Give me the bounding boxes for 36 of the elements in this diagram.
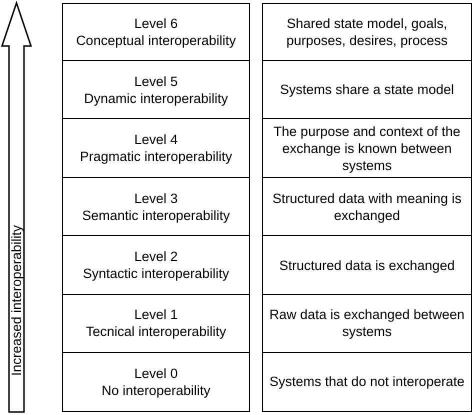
level-name: Dynamic interoperability [84,90,228,107]
level-name: Pragmatic interoperability [80,148,232,166]
description-box [262,3,472,62]
level-description: Systems share a state model [280,81,454,98]
level-box [62,176,250,237]
description-box [262,176,472,237]
level-description: Shared state model, goals, purposes, desires, process [285,15,449,50]
level-description: Systems that do not interoperate [269,373,465,390]
level-box [62,118,250,178]
level-box [62,60,250,120]
level-description: The purpose and context of the exchange is known between systems [272,122,462,174]
level-name: Tecnical interoperability [86,323,226,340]
description-box [262,352,472,412]
level-number: Level 1 [134,306,178,324]
level-box [62,235,250,295]
level-number: Level 6 [134,15,178,32]
level-description: Structured data is exchanged [279,256,455,274]
level-box [62,352,250,412]
level-number: Level 4 [134,131,178,148]
level-description: Raw data is exchanged between systems [268,306,466,340]
level-description: Structured data with meaning is exchanged [271,190,463,224]
level-number: Level 0 [134,364,178,382]
level-number: Level 5 [134,72,178,90]
level-name: Semantic interoperability [82,206,230,224]
description-box [262,60,472,120]
description-box [262,118,472,178]
level-box [62,3,250,62]
level-name: Conceptual interoperability [76,32,236,50]
level-name: Syntactic interoperability [82,265,230,282]
description-box [262,294,472,354]
level-name: No interoperability [102,382,210,399]
description-box [262,235,472,295]
level-box [62,294,250,354]
level-number: Level 3 [134,190,178,207]
axis-label: Increased interoperability [8,224,24,376]
level-number: Level 2 [134,248,178,266]
